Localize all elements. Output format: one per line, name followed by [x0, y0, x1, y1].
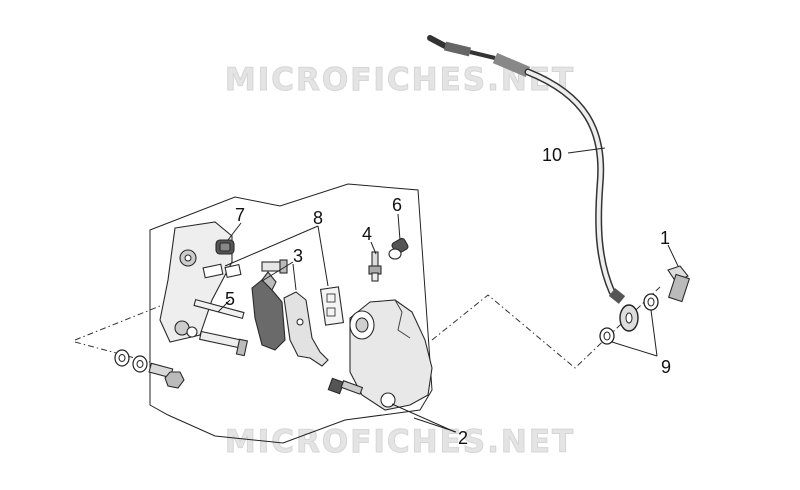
banjo-bolt: [667, 265, 691, 303]
brake-hose: [427, 35, 639, 332]
pad-spring: [319, 286, 345, 326]
callout-7: 7: [235, 205, 245, 225]
bleed-cap: [388, 237, 409, 260]
callout-4: 4: [362, 224, 372, 244]
mounting-bolt-set: [114, 349, 185, 389]
callout-1: 1: [660, 228, 670, 248]
caliper-bracket: [159, 221, 233, 343]
callout-2: 2: [458, 428, 468, 448]
callout-8: 8: [313, 208, 323, 228]
bleed-nipple: [368, 251, 382, 282]
caliper-body: [349, 299, 433, 411]
callout-6: 6: [392, 195, 402, 215]
guide-pins: [193, 259, 288, 357]
leader-lines: [217, 147, 679, 433]
axis-line-right: [431, 286, 661, 369]
callout-10: 10: [542, 145, 562, 165]
callout-3: 3: [293, 246, 303, 266]
callout-5: 5: [225, 289, 235, 309]
brake-pads: [251, 271, 329, 367]
callout-9: 9: [661, 357, 671, 377]
assembly-frame: [149, 183, 433, 444]
axis-line-left: [74, 299, 176, 341]
caliper-bolt: [327, 377, 364, 395]
pad-clips: [202, 263, 242, 279]
dust-boot: [215, 239, 235, 255]
watermark-bottom: MICROFICHES.NET: [224, 424, 576, 461]
